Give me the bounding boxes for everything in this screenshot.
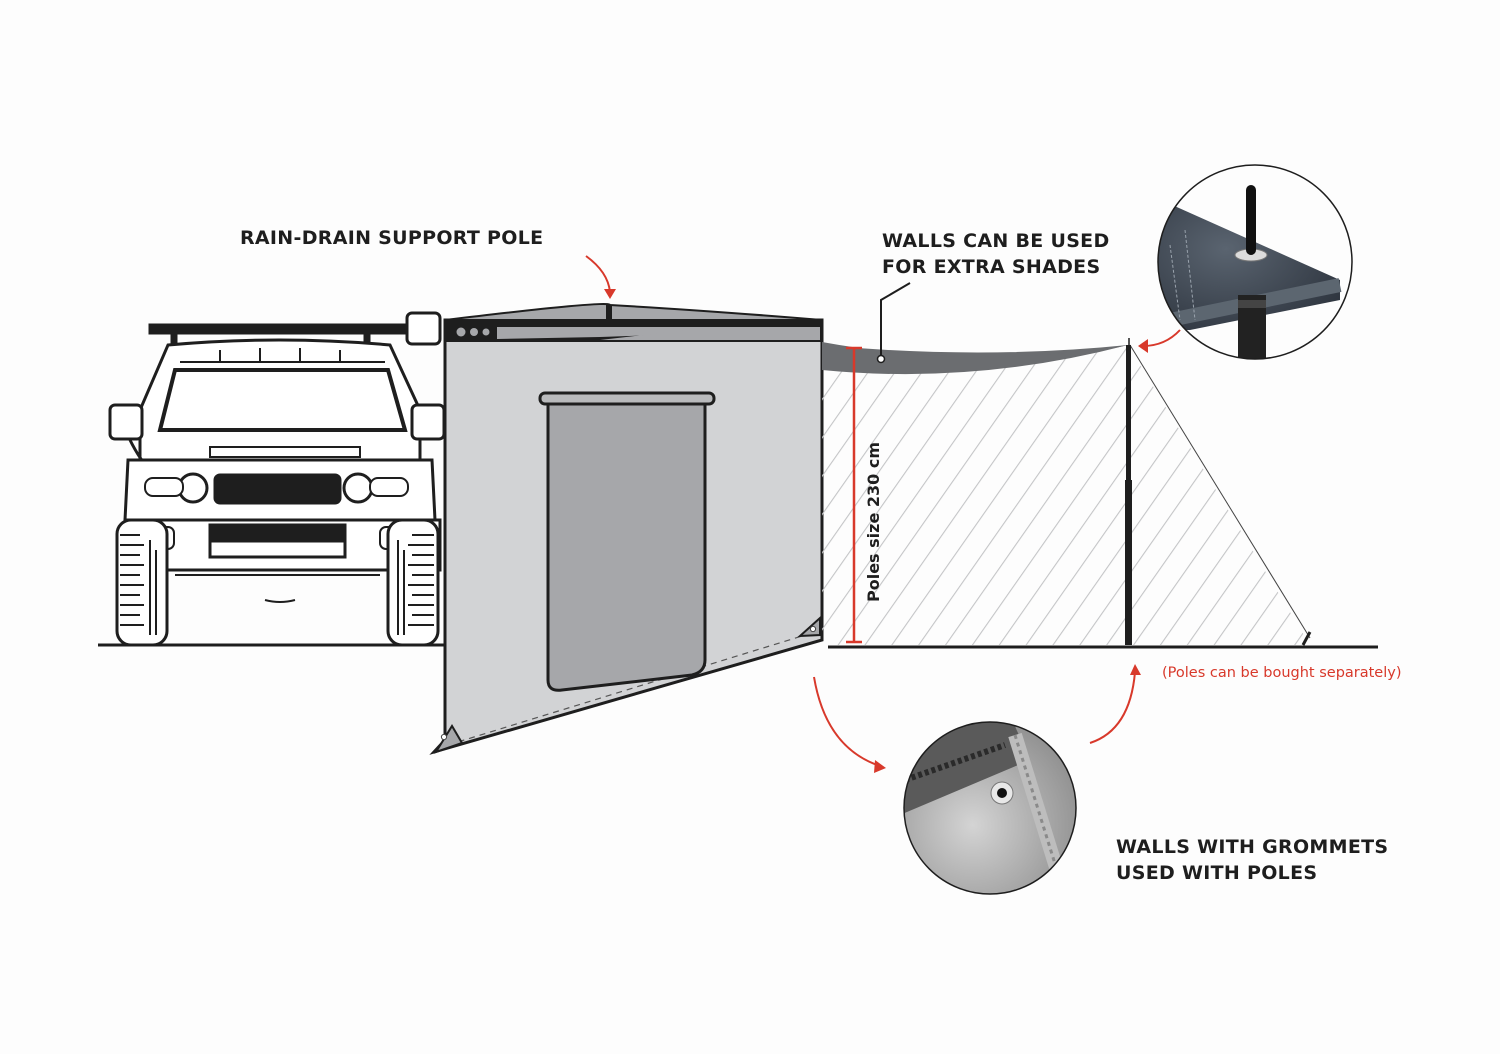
arrowheads bbox=[604, 289, 1148, 773]
label-grommets-line2: USED WITH POLES bbox=[1116, 862, 1318, 884]
detail-pole-top bbox=[1157, 164, 1353, 360]
vehicle-illustration bbox=[108, 323, 446, 647]
label-poles-sold-separately: (Poles can be bought separately) bbox=[1162, 665, 1402, 681]
label-walls-shades: WALLS CAN BE USED FOR EXTRA SHADES bbox=[882, 228, 1110, 280]
arrow-to-grommet-detail bbox=[813, 676, 881, 767]
arrow-to-roof-pole bbox=[585, 255, 611, 293]
wall-window bbox=[538, 391, 716, 692]
arrow-to-pole-top bbox=[1142, 329, 1181, 347]
label-grommets: WALLS WITH GROMMETS USED WITH POLES bbox=[1116, 834, 1388, 886]
pole-height-dimension bbox=[846, 346, 862, 644]
label-poles-size: Poles size 230 cm bbox=[864, 441, 883, 602]
label-walls-shades-line1: WALLS CAN BE USED bbox=[882, 230, 1110, 252]
detail-grommet bbox=[903, 721, 1077, 895]
awning-bracket bbox=[405, 311, 442, 346]
extension-wall bbox=[822, 338, 1312, 646]
arrow-to-ground bbox=[1089, 671, 1136, 744]
shades-leader-line bbox=[876, 282, 911, 364]
label-rain-drain-pole: RAIN-DRAIN SUPPORT POLE bbox=[240, 227, 544, 249]
label-grommets-line1: WALLS WITH GROMMETS bbox=[1116, 836, 1389, 858]
label-walls-shades-line2: FOR EXTRA SHADES bbox=[882, 256, 1101, 278]
arrows bbox=[585, 255, 1181, 767]
awning-roof bbox=[444, 303, 823, 342]
